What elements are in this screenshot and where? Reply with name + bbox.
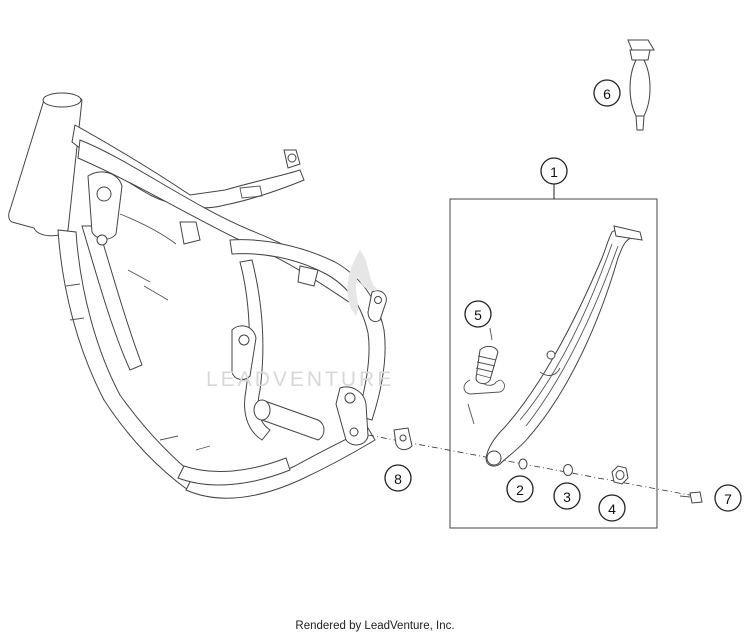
callout-2-label: 2 — [516, 482, 524, 498]
callout-3-label: 3 — [563, 489, 571, 505]
callout-7-label: 7 — [724, 491, 732, 507]
callout-3[interactable]: 3 — [553, 482, 581, 510]
spring-part — [463, 327, 505, 425]
callout-5[interactable]: 5 — [464, 300, 492, 328]
callout-6[interactable]: 6 — [593, 79, 621, 107]
callout-1-label: 1 — [550, 164, 558, 180]
callout-7[interactable]: 7 — [714, 484, 742, 512]
nut-4-part — [611, 465, 629, 485]
bracket-8-part — [393, 427, 413, 451]
assembly-axis-line — [367, 434, 701, 498]
motorcycle-frame: LEADVENTURE — [8, 92, 394, 499]
callout-2[interactable]: 2 — [506, 475, 534, 503]
callout-8-label: 8 — [394, 471, 402, 487]
callout-8[interactable]: 8 — [384, 464, 412, 492]
washer-2-part — [518, 458, 528, 470]
callout-1[interactable]: 1 — [540, 157, 568, 185]
callout-4-label: 4 — [608, 501, 616, 517]
footer-credit: Rendered by LeadVenture, Inc. — [295, 620, 455, 632]
tool-part — [627, 39, 655, 131]
callout-5-label: 5 — [474, 307, 482, 323]
watermark-text: LEADVENTURE — [206, 368, 394, 391]
callout-4[interactable]: 4 — [598, 494, 626, 522]
side-stand-part — [485, 225, 643, 467]
washer-3-part — [563, 464, 573, 476]
callout-6-label: 6 — [603, 86, 611, 102]
bolt-7-part — [679, 491, 703, 504]
